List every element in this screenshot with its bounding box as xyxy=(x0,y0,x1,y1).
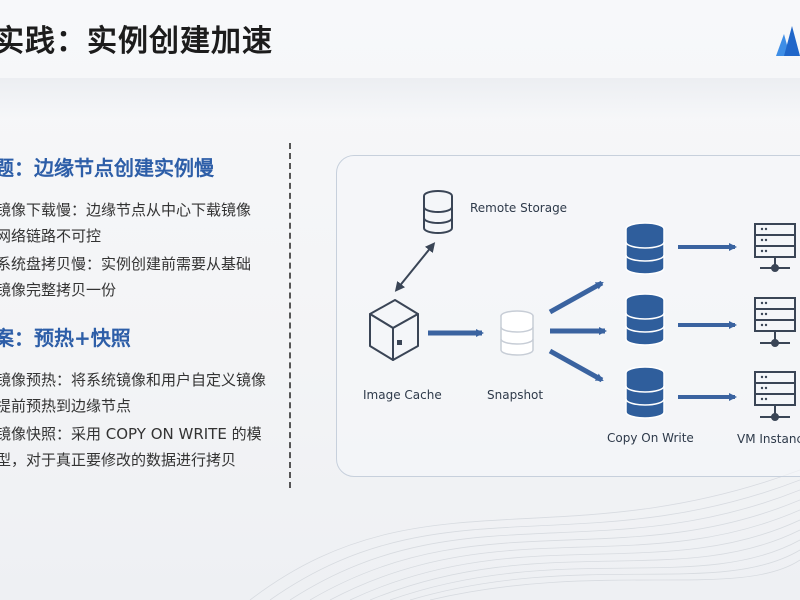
solution-line: 提前预热到边缘节点 xyxy=(0,397,132,415)
logo-icon xyxy=(776,26,800,56)
solution-heading: 案：预热+快照 xyxy=(0,326,131,350)
solution-line: 镜像快照：采用 COPY ON WRITE 的模 xyxy=(0,425,262,443)
solution-line: 镜像预热：将系统镜像和用户自定义镜像 xyxy=(0,371,267,389)
cache-remote-arrow xyxy=(394,242,436,292)
snapshot-db-icon xyxy=(500,310,534,356)
image-cache-label: Image Cache xyxy=(363,388,442,402)
problem-line: 镜像完整拷贝一份 xyxy=(0,281,117,299)
snapshot-cow-arrow-1 xyxy=(548,280,604,315)
dashed-divider xyxy=(289,143,291,488)
vm-instance-label: VM Instanc xyxy=(737,432,800,446)
header-band xyxy=(0,78,800,118)
remote-storage-icon xyxy=(423,190,453,234)
problem-line: 系统盘拷贝慢：实例创建前需要从基础 xyxy=(0,255,252,273)
problem-line: 镜像下载慢：边缘节点从中心下载镜像 xyxy=(0,201,252,219)
package-icon xyxy=(369,299,419,361)
remote-storage-label: Remote Storage xyxy=(470,201,568,215)
cow-db-icon xyxy=(625,222,665,419)
problem-line: 网络链路不可控 xyxy=(0,227,102,245)
copy-on-write-label: Copy On Write xyxy=(607,431,694,445)
snapshot-label: Snapshot xyxy=(487,388,544,402)
snapshot-cow-arrow-3 xyxy=(548,348,604,383)
server-icon xyxy=(754,223,796,421)
solution-line: 型，对于真正要修改的数据进行拷贝 xyxy=(0,451,237,469)
problem-heading: 题：边缘节点创建实例慢 xyxy=(0,156,214,180)
page-title: 实践：实例创建加速 xyxy=(0,24,273,59)
